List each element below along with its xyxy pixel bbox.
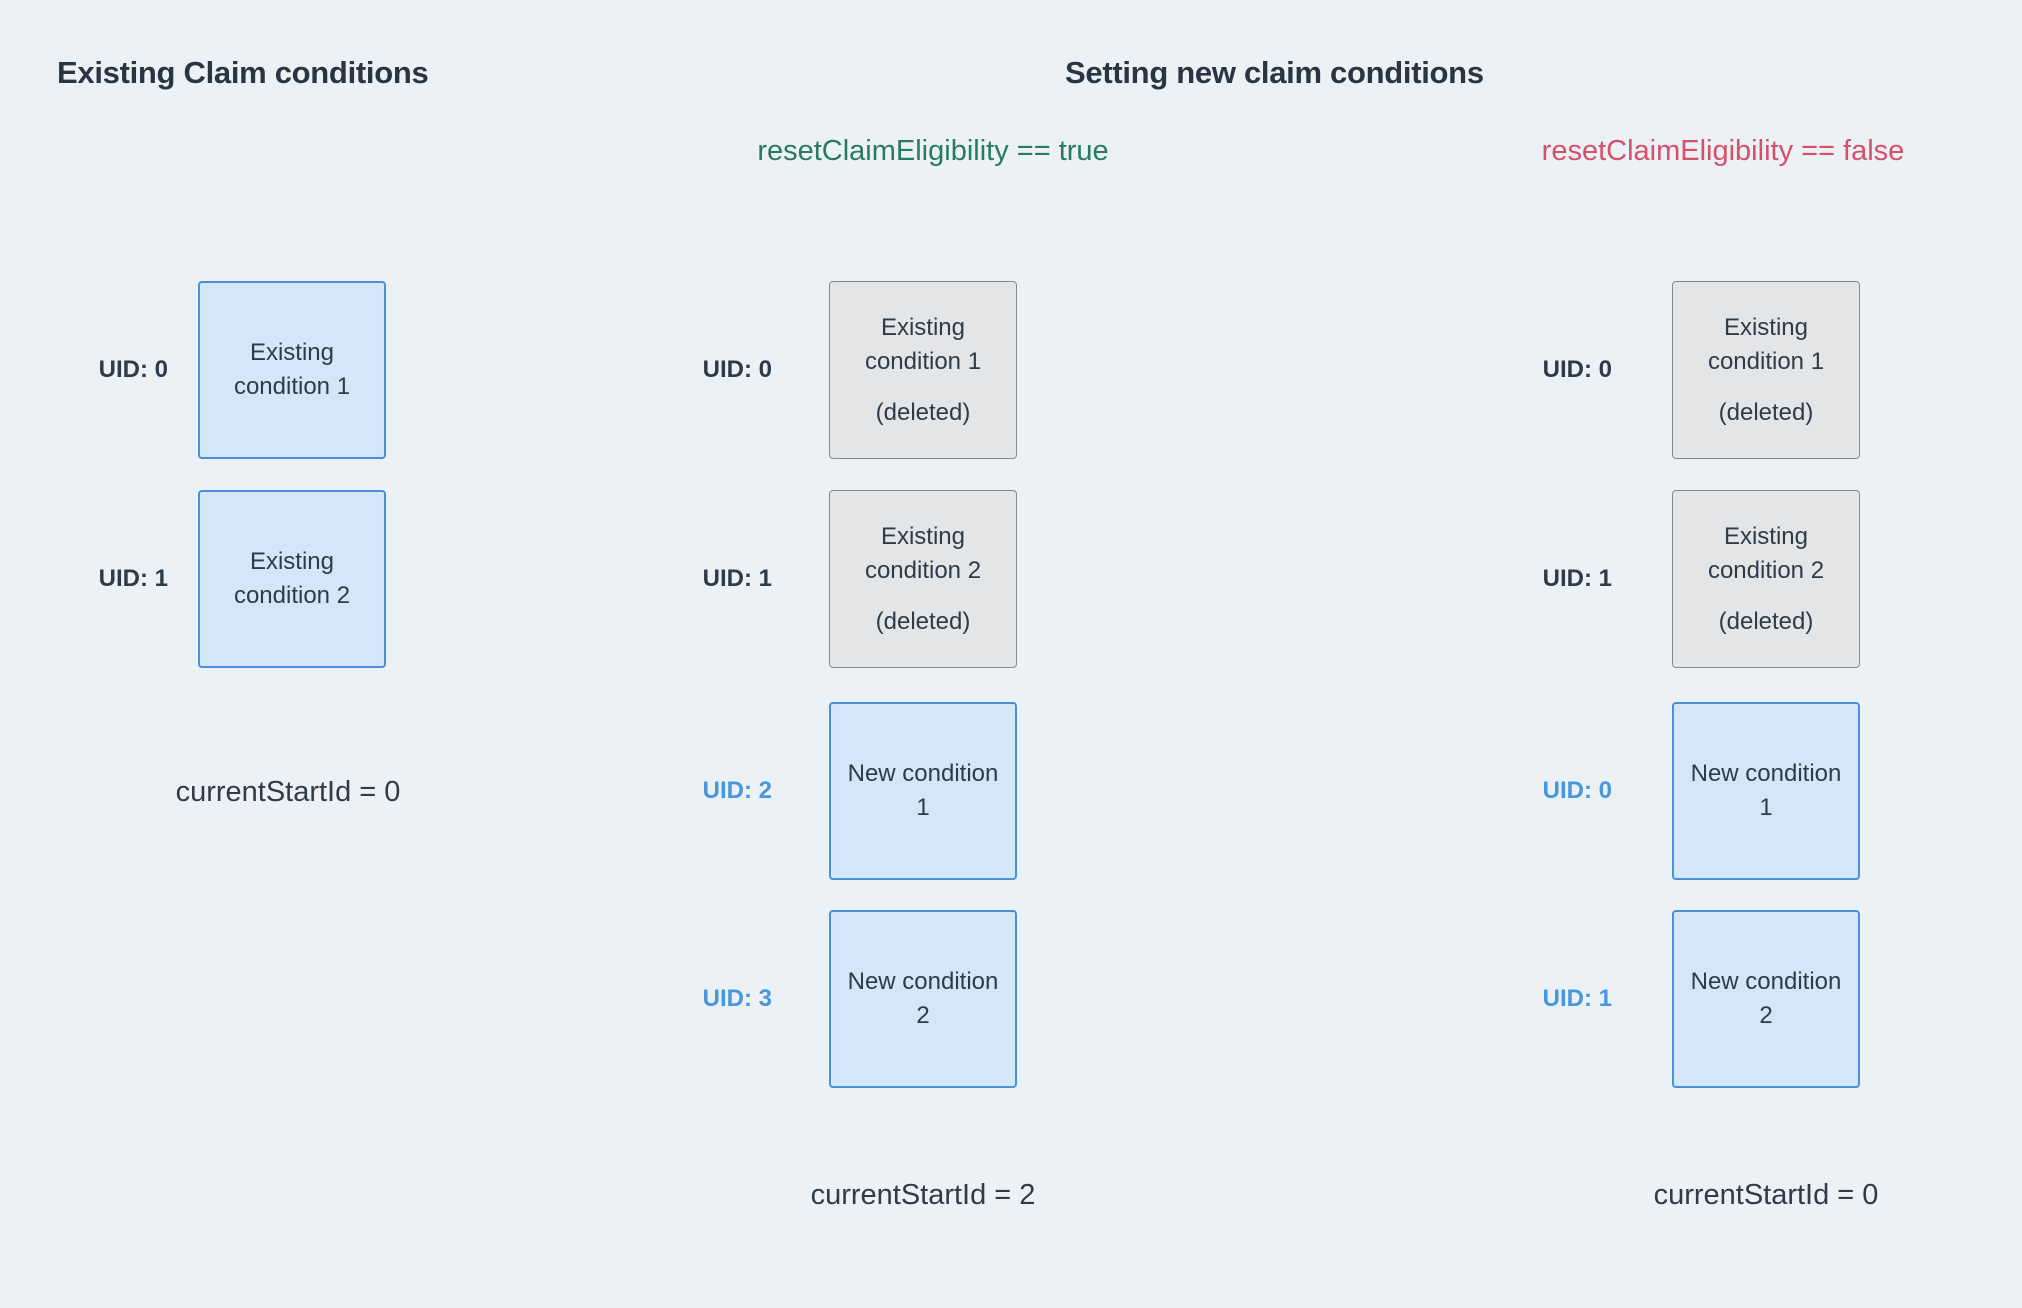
condition-box-label: Existing condition 2 — [233, 548, 351, 609]
deleted-note: (deleted) — [875, 398, 971, 426]
uid-label: UID: 1 — [98, 565, 168, 592]
current-start-id-label: currentStartId = 2 — [810, 1179, 1036, 1211]
condition-box-label: Existing condition 1 — [1707, 313, 1825, 375]
uid-label: UID: 0 — [1542, 777, 1612, 804]
setting-new-claim-conditions-title: Setting new claim conditions — [1065, 55, 1484, 90]
uid-label: UID: 1 — [702, 565, 772, 592]
deleted-note: (deleted) — [1718, 607, 1814, 635]
condition-box-label: New condition 2 — [1690, 968, 1842, 1029]
condition-box-label: New condition 1 — [1690, 760, 1842, 821]
uid-label: UID: 0 — [98, 356, 168, 383]
existing-condition-box: Existing condition 2 — [198, 490, 386, 668]
condition-box-label: Existing condition 2 — [864, 522, 982, 584]
deleted-condition-box: Existing condition 1 (deleted) — [829, 281, 1017, 459]
deleted-condition-box: Existing condition 1 (deleted) — [1672, 281, 1860, 459]
deleted-note: (deleted) — [1718, 398, 1814, 426]
new-condition-box: New condition 2 — [829, 910, 1017, 1088]
condition-box-label: New condition 2 — [847, 968, 999, 1029]
uid-label: UID: 1 — [1542, 985, 1612, 1012]
condition-box-label: Existing condition 1 — [233, 339, 351, 400]
uid-label: UID: 0 — [1542, 356, 1612, 383]
condition-box-label: Existing condition 1 — [864, 313, 982, 375]
existing-claim-conditions-title: Existing Claim conditions — [57, 55, 429, 90]
condition-box-label: Existing condition 2 — [1707, 522, 1825, 584]
new-condition-box: New condition 1 — [829, 702, 1017, 880]
uid-label: UID: 2 — [702, 777, 772, 804]
current-start-id-label: currentStartId = 0 — [175, 776, 401, 808]
condition-box-label: New condition 1 — [847, 760, 999, 821]
uid-label: UID: 3 — [702, 985, 772, 1012]
deleted-note: (deleted) — [875, 607, 971, 635]
uid-label: UID: 1 — [1542, 565, 1612, 592]
existing-condition-box: Existing condition 1 — [198, 281, 386, 459]
deleted-condition-box: Existing condition 2 (deleted) — [829, 490, 1017, 668]
current-start-id-label: currentStartId = 0 — [1653, 1179, 1879, 1211]
uid-label: UID: 0 — [702, 356, 772, 383]
reset-claim-eligibility-false-label: resetClaimEligibility == false — [1541, 135, 1905, 167]
new-condition-box: New condition 1 — [1672, 702, 1860, 880]
new-condition-box: New condition 2 — [1672, 910, 1860, 1088]
deleted-condition-box: Existing condition 2 (deleted) — [1672, 490, 1860, 668]
reset-claim-eligibility-true-label: resetClaimEligibility == true — [757, 135, 1109, 167]
